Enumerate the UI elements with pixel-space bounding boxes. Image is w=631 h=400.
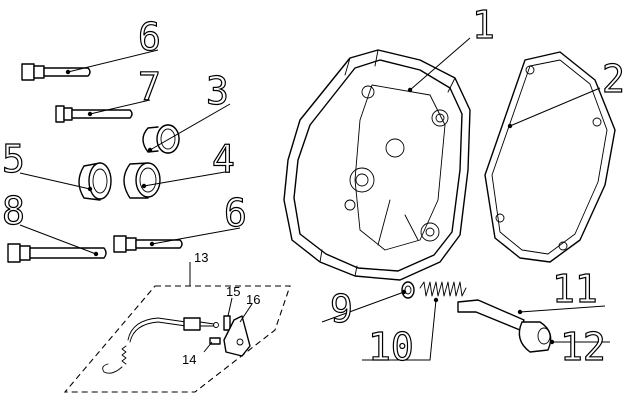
- part-7-pin: [55, 105, 133, 123]
- callout-3: 3: [206, 69, 229, 113]
- callout-1: 1: [472, 3, 495, 47]
- callout-8: 8: [2, 189, 25, 233]
- part-15-pin: [223, 315, 231, 331]
- part-14-pin: [209, 337, 221, 345]
- leader-lines: [19, 37, 610, 361]
- part-3-bushing: [142, 124, 180, 154]
- callout-9: 9: [330, 287, 353, 331]
- callout-14: 14: [182, 352, 196, 367]
- callout-4: 4: [212, 137, 235, 181]
- callout-6-bottom: 6: [224, 191, 247, 235]
- part-13-cable-assembly: [63, 262, 291, 393]
- part-6-bolt-top: [21, 63, 91, 81]
- callout-labels: 1 2 6 7 3 5 4 8 6 9 10 11 12 13 14 15 16: [1, 2, 625, 369]
- callout-7: 7: [138, 65, 161, 109]
- callout-5: 5: [2, 137, 25, 181]
- callout-10: 10: [368, 325, 414, 369]
- part-8-bolt: [7, 243, 107, 263]
- callout-15: 15: [226, 284, 240, 299]
- callout-11: 11: [552, 267, 598, 311]
- callout-6-top: 6: [138, 15, 161, 59]
- part-12-cap: [518, 321, 552, 353]
- callout-13: 13: [194, 250, 208, 265]
- part-1-cover: [283, 49, 471, 281]
- part-16-bracket: [223, 315, 251, 357]
- part-4-sleeve: [123, 162, 161, 199]
- part-10-spring: [419, 281, 467, 297]
- part-11-shaft: [457, 299, 525, 331]
- part-5-spacer: [78, 162, 112, 201]
- part-6-bolt-bottom: [113, 235, 183, 253]
- callout-12: 12: [560, 325, 606, 369]
- callout-2: 2: [602, 57, 625, 101]
- part-2-gasket: [484, 51, 616, 263]
- callout-16: 16: [246, 292, 260, 307]
- part-9-washer: [401, 281, 415, 299]
